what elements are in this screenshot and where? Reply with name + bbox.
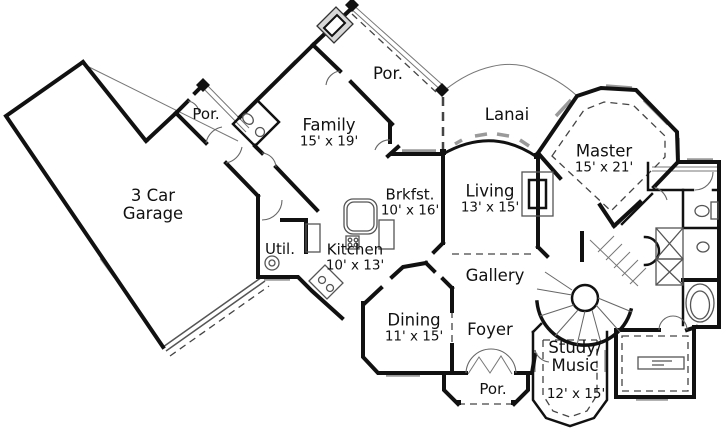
patio-room-floor-border	[621, 335, 689, 392]
room-name: Por.	[192, 104, 220, 123]
porch-columns	[196, 0, 540, 405]
dashed-lines	[169, 13, 689, 418]
room-name: Master	[575, 141, 633, 161]
room-name: Por.	[479, 379, 507, 398]
front-door-left	[465, 348, 492, 374]
room-label-rear-porch: Por.	[373, 63, 403, 83]
master-entry-door	[653, 186, 668, 201]
room-name: Brkfst.	[385, 185, 435, 204]
family-firebox	[322, 13, 347, 38]
living-firebox	[527, 178, 548, 210]
study-bay-walls	[531, 330, 609, 428]
room-dims: 10' x 16'	[380, 201, 440, 218]
utility-door	[261, 199, 283, 221]
front-door-right	[490, 348, 517, 374]
closet-walls	[646, 161, 721, 192]
study-ceiling-treatment	[542, 339, 598, 418]
water-heater	[264, 255, 280, 271]
room-label-foyer: Foyer	[467, 319, 513, 339]
spiral-staircase-treads	[536, 271, 633, 346]
curved-nook-wall	[643, 235, 661, 267]
room-dims: 11' x 15'	[384, 328, 444, 345]
closet-door	[694, 171, 714, 191]
room-name: Lanai	[484, 104, 530, 124]
room-label-breakfast: Brkfst. 10' x 16'	[381, 186, 439, 217]
room-dims-study: 12' x 15'	[546, 386, 606, 402]
garage-door-openings	[162, 276, 266, 352]
rear-porch-column-n	[345, 0, 359, 12]
window-seat	[637, 356, 685, 370]
room-name: Study/	[548, 337, 602, 357]
door-swings	[187, 70, 714, 374]
room-name: Gallery	[465, 265, 525, 285]
toilet	[694, 204, 710, 218]
room-name: Util.	[265, 239, 295, 258]
room-label-front-porch: Por.	[479, 381, 506, 398]
room-name: Dining	[387, 310, 441, 330]
roof-and-detail-lines	[84, 2, 719, 375]
garage-door-swing	[169, 285, 270, 357]
room-name: 3 Car	[130, 185, 176, 205]
powder-bath-walls	[231, 98, 281, 148]
study-door	[534, 349, 550, 363]
side-porch-column	[196, 78, 210, 92]
room-label-family: Family 15' x 19'	[299, 115, 359, 150]
kitchen-corner-sink-counter	[308, 264, 344, 300]
kitchen-island	[343, 198, 378, 235]
room-label-master: Master 15' x 21'	[574, 141, 634, 176]
master-tub	[685, 283, 715, 323]
room-name: Living	[465, 181, 515, 201]
room-name: Family	[302, 115, 356, 135]
rear-porch-column-e	[435, 83, 449, 97]
room-label-gallery: Gallery	[465, 265, 525, 285]
cooktop	[345, 235, 360, 250]
room-dims: 15' x 19'	[299, 133, 359, 150]
kitchen-counter-west	[305, 223, 321, 253]
toilet-room-walls	[681, 188, 721, 230]
room-label-living: Living 13' x 15'	[460, 181, 520, 216]
room-dims: 13' x 15'	[460, 199, 520, 216]
powder-sink	[254, 126, 266, 138]
room-name: Kitchen	[326, 240, 384, 259]
spiral-stair-newel	[570, 283, 600, 313]
room-dims: 10' x 13'	[325, 256, 385, 273]
room-label-garage: 3 Car Garage	[122, 185, 184, 223]
pedestal-sink	[696, 241, 710, 253]
exterior-walls	[3, 5, 721, 407]
room-name: Music	[551, 356, 599, 375]
room-name: Garage	[122, 204, 184, 223]
room-label-utility: Util.	[265, 241, 295, 258]
room-label-kitchen: Kitchen 10' x 13'	[326, 241, 384, 272]
room-label-side-porch: Por.	[192, 106, 219, 123]
fixtures	[242, 6, 719, 370]
vanity-2	[655, 258, 684, 286]
living-fireplace-hearth	[521, 171, 554, 217]
room-label-lanai: Lanai	[484, 104, 530, 124]
room-label-dining: Dining 11' x 15'	[384, 310, 444, 345]
hall-wall	[620, 192, 654, 226]
room-dims: 15' x 21'	[574, 159, 634, 176]
powder-toilet	[242, 113, 254, 125]
kitchen-counter-east	[378, 219, 395, 250]
room-name: Por.	[373, 63, 403, 83]
room-name: Foyer	[467, 319, 513, 339]
room-label-study: Study/ Music	[548, 337, 602, 375]
